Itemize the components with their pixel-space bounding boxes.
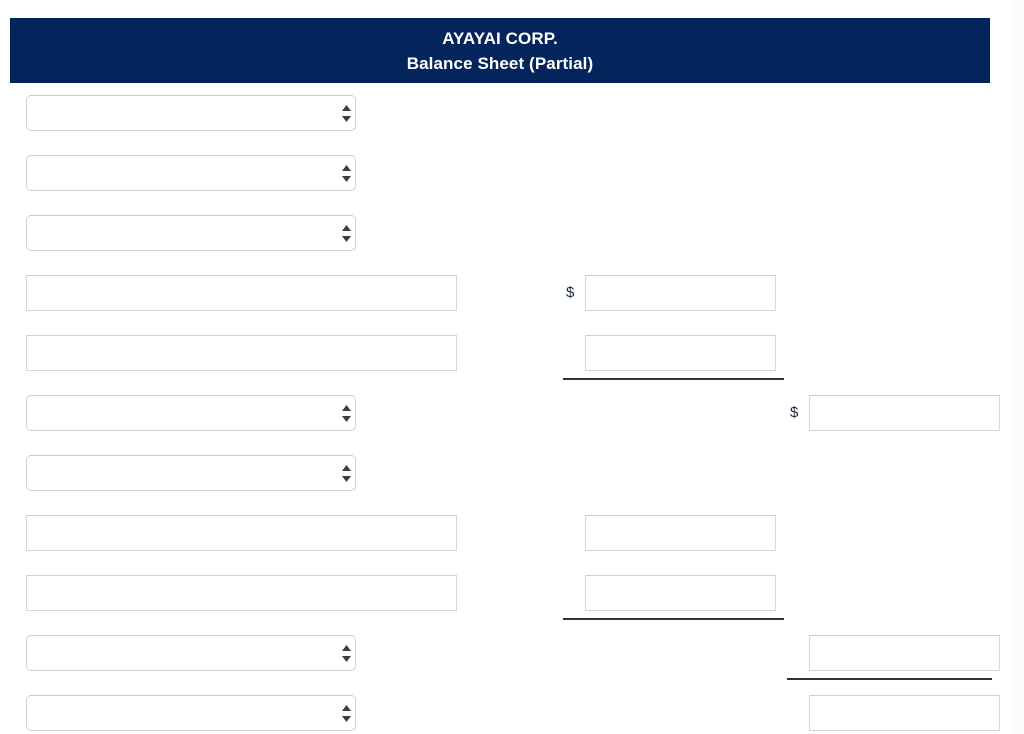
statement-title: Balance Sheet (Partial) [406, 54, 594, 73]
account-label-input-row-9[interactable] [26, 575, 457, 611]
subtotal-rule [787, 678, 992, 680]
balance-sheet-form: $$ [0, 83, 1024, 734]
amount-input-row-6[interactable] [809, 395, 1000, 431]
form-row [0, 95, 1024, 155]
subtotal-rule [563, 378, 784, 380]
currency-symbol: $ [790, 404, 799, 421]
account-select-wrapper [0, 635, 360, 671]
form-row [0, 455, 1024, 515]
account-select-wrapper [0, 695, 360, 731]
account-select-wrapper [0, 395, 360, 431]
account-label-input-row-4[interactable] [26, 275, 457, 311]
account-label-input-row-8[interactable] [26, 515, 457, 551]
form-row [0, 635, 1024, 695]
form-row [0, 575, 1024, 635]
amount-input-row-8[interactable] [585, 515, 776, 551]
form-row [0, 515, 1024, 575]
account-select-row-6[interactable] [26, 395, 356, 431]
account-select-wrapper [0, 455, 360, 491]
form-row: $ [0, 395, 1024, 455]
form-row: $ [0, 275, 1024, 335]
account-select-row-2[interactable] [26, 155, 356, 191]
form-row [0, 215, 1024, 275]
account-select-row-3[interactable] [26, 215, 356, 251]
amount-input-row-4[interactable] [585, 275, 776, 311]
amount-input-row-11[interactable] [809, 695, 1000, 731]
form-row [0, 695, 1024, 734]
account-label-input-row-5[interactable] [26, 335, 457, 371]
amount-input-row-5[interactable] [585, 335, 776, 371]
statement-header: AYAYAI CORP. Balance Sheet (Partial) [10, 18, 990, 83]
account-select-wrapper [0, 215, 360, 251]
account-select-wrapper [0, 95, 360, 131]
form-row [0, 335, 1024, 395]
form-row [0, 155, 1024, 215]
account-select-row-11[interactable] [26, 695, 356, 731]
amount-input-row-10[interactable] [809, 635, 1000, 671]
amount-input-row-9[interactable] [585, 575, 776, 611]
right-gutter [1013, 0, 1024, 734]
currency-symbol: $ [566, 284, 575, 301]
account-select-wrapper [0, 155, 360, 191]
account-select-row-10[interactable] [26, 635, 356, 671]
subtotal-rule [563, 618, 784, 620]
account-select-row-7[interactable] [26, 455, 356, 491]
company-name: AYAYAI CORP. [442, 29, 558, 48]
account-select-row-1[interactable] [26, 95, 356, 131]
